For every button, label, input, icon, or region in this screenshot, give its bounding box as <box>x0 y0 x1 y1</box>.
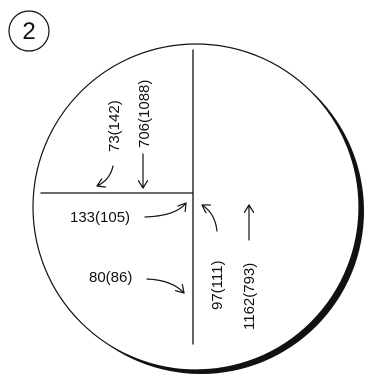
right-turn-up-arrow <box>201 205 218 232</box>
left-turn-arrow <box>96 165 114 186</box>
label-through-down: 706(1088) <box>136 80 153 148</box>
west-right-arrow <box>144 202 187 218</box>
label-through-up: 1162(793) <box>241 263 258 330</box>
west-lower-arrow <box>146 278 185 294</box>
diagram-number: 2 <box>22 18 35 45</box>
label-left-turn: 73(142) <box>106 100 123 152</box>
label-west-lower: 80(86) <box>89 269 132 286</box>
badge-circle <box>8 10 50 52</box>
diagram-number-badge: 2 <box>8 10 50 52</box>
label-right-turn-up: 97(111) <box>209 261 226 310</box>
intersection-circle <box>32 43 360 371</box>
label-west-right: 133(105) <box>70 209 130 226</box>
